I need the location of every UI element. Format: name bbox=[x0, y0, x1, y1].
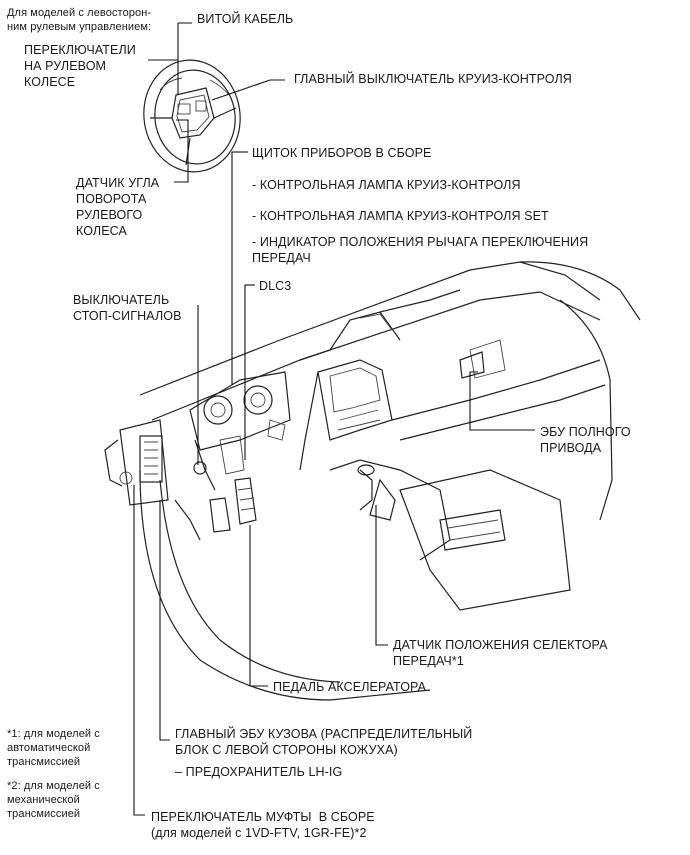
dashboard-outline bbox=[104, 261, 641, 701]
main-body-ecu-label: ГЛАВНЫЙ ЭБУ КУЗОВА (РАСПРЕДЕЛИТЕЛЬНЫЙ БЛ… bbox=[175, 727, 473, 757]
shift-position-indicator-label: - ИНДИКАТОР ПОЛОЖЕНИЯ РЫЧАГА ПЕРЕКЛЮЧЕНИ… bbox=[252, 235, 589, 265]
note-manual: *2: для моделей с механической трансмисс… bbox=[7, 780, 100, 820]
lhd-note: Для моделей с левосторон- ним рулевым уп… bbox=[7, 7, 152, 33]
cruise-main-switch-label: ГЛАВНЫЙ ВЫКЛЮЧАТЕЛЬ КРУИЗ-КОНТРОЛЯ bbox=[294, 72, 572, 86]
steering-pad-switches-label: ПЕРЕКЛЮЧАТЕЛИ НА РУЛЕВОМ КОЛЕСЕ bbox=[24, 43, 136, 89]
cruise-set-indicator-label: - КОНТРОЛЬНАЯ ЛАМПА КРУИЗ-КОНТРОЛЯ SET bbox=[252, 209, 549, 223]
steering-wheel-inset bbox=[143, 59, 241, 173]
shift-position-sensor-label: ДАТЧИК ПОЛОЖЕНИЯ СЕЛЕКТОРА ПЕРЕДАЧ*1 bbox=[393, 638, 608, 668]
dlc3-label: DLC3 bbox=[259, 279, 292, 293]
fourwd-ecu-label: ЭБУ ПОЛНОГО ПРИВОДА bbox=[540, 425, 631, 455]
accelerator-pedal-label: ПЕДАЛЬ АКСЕЛЕРАТОРА bbox=[273, 680, 427, 694]
combination-meter-label: ЩИТОК ПРИБОРОВ В СБОРЕ bbox=[252, 146, 432, 160]
fuse-lh-ig-label: – ПРЕДОХРАНИТЕЛЬ LH-IG bbox=[175, 765, 343, 779]
leader-lines bbox=[133, 22, 535, 816]
cruise-indicator-label: - КОНТРОЛЬНАЯ ЛАМПА КРУИЗ-КОНТРОЛЯ bbox=[252, 178, 521, 192]
note-automatic: *1: для моделей с автоматической трансми… bbox=[7, 728, 100, 768]
clutch-switch-label: ПЕРЕКЛЮЧАТЕЛЬ МУФТЫ В СБОРЕ (для моделей… bbox=[151, 810, 375, 840]
spiral-cable-label: ВИТОЙ КАБЕЛЬ bbox=[197, 12, 294, 26]
stop-light-switch-label: ВЫКЛЮЧАТЕЛЬ СТОП-СИГНАЛОВ bbox=[73, 293, 182, 323]
steering-angle-sensor-label: ДАТЧИК УГЛА ПОВОРОТА РУЛЕВОГО КОЛЕСА bbox=[76, 176, 160, 238]
